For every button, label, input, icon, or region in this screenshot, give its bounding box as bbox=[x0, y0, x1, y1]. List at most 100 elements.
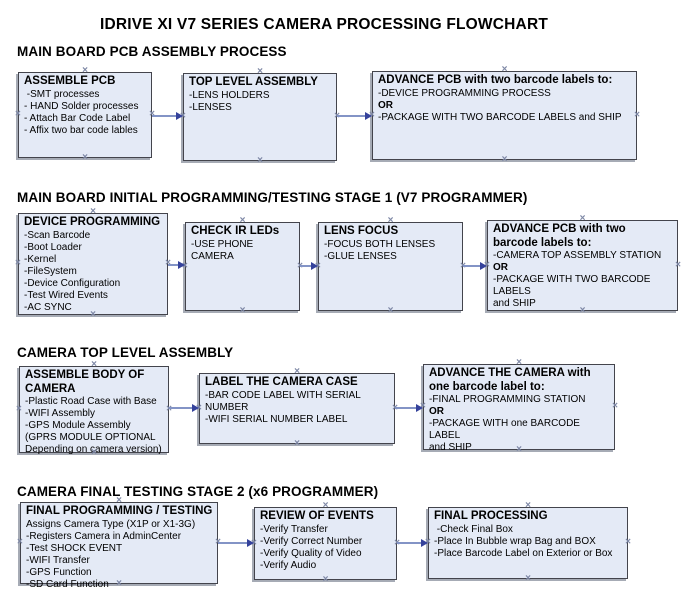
box-line: -Test SHOCK EVENT bbox=[26, 542, 123, 554]
box-line: -GLUE LENSES bbox=[324, 250, 397, 262]
box-line: -Place Barcode Label on Exterior or Box bbox=[434, 547, 613, 559]
box-line: -SMT processes bbox=[24, 88, 100, 100]
flow-box: REVIEW OF EVENTS-Verify Transfer-Verify … bbox=[251, 501, 400, 585]
box-line: -Scan Barcode bbox=[24, 229, 91, 241]
box-line: -Verify Quality of Video bbox=[260, 547, 362, 559]
anchor-icon: × bbox=[15, 108, 21, 120]
flow-box: TOP LEVEL ASSEMBLY-LENS HOLDERS-LENSES××… bbox=[180, 67, 340, 166]
box-line: Depending on camera version) bbox=[25, 444, 162, 455]
box-line: -Verify Audio bbox=[260, 559, 317, 571]
anchor-icon: × bbox=[16, 403, 22, 414]
box-title: FINAL PROCESSING bbox=[434, 510, 548, 522]
anchor-icon: × bbox=[294, 438, 300, 449]
box-line: -Kernel bbox=[24, 253, 57, 265]
anchor-icon: × bbox=[612, 400, 618, 412]
box-line: - Attach Bar Code Label bbox=[24, 112, 131, 124]
flow-box: LABEL THE CAMERA CASE-BAR CODE LABEL WIT… bbox=[196, 367, 398, 449]
box-title: CHECK IR LEDs bbox=[191, 225, 280, 237]
box-title: DEVICE PROGRAMMING bbox=[24, 216, 161, 228]
box-title: LABEL THE CAMERA CASE bbox=[205, 376, 358, 388]
anchor-icon: × bbox=[322, 574, 329, 585]
arrowhead-icon bbox=[178, 261, 185, 269]
flow-box: ADVANCE PCB with two barcode labels to:-… bbox=[369, 65, 640, 165]
box-line: - HAND Solder processes bbox=[24, 100, 139, 112]
box-line: -Verify Correct Number bbox=[260, 535, 363, 547]
flow-box: CHECK IR LEDs-USE PHONE CAMERA×××× bbox=[182, 216, 303, 316]
box-title: ADVANCE THE CAMERA with one barcode labe… bbox=[429, 367, 591, 393]
anchor-icon: × bbox=[501, 154, 508, 165]
box-line: -FINAL PROGRAMMING STATION bbox=[429, 394, 586, 405]
box-line: -LENSES bbox=[189, 101, 232, 113]
box-title: ASSEMBLE BODY OF CAMERA bbox=[25, 369, 145, 395]
flow-box: ADVANCE THE CAMERA with one barcode labe… bbox=[420, 358, 618, 455]
section-header: CAMERA TOP LEVEL ASSEMBLY bbox=[17, 345, 234, 360]
box-line: -Check Final Box bbox=[434, 523, 513, 535]
arrowhead-icon bbox=[192, 404, 199, 412]
anchor-icon: × bbox=[166, 404, 172, 414]
box-line: -Verify Transfer bbox=[260, 523, 328, 535]
box-line: -SD Card Function bbox=[26, 578, 109, 590]
flow-box: FINAL PROCESSING -Check Final Box-Place … bbox=[425, 501, 631, 584]
arrowhead-icon bbox=[247, 539, 254, 547]
box-line: (GPRS MODULE OPTIONAL bbox=[25, 432, 156, 443]
arrowhead-icon bbox=[311, 262, 318, 270]
section-header: MAIN BOARD INITIAL PROGRAMMING/TESTING S… bbox=[17, 190, 528, 205]
box-line: -USE PHONE CAMERA bbox=[191, 238, 257, 262]
box-line: -PACKAGE WITH TWO BARCODE LABELS bbox=[493, 274, 654, 297]
anchor-icon: × bbox=[525, 573, 531, 584]
box-line: -DEVICE PROGRAMMING PROCESS bbox=[378, 87, 551, 99]
connector-line bbox=[463, 265, 481, 267]
box-line: -GPS Function bbox=[26, 566, 92, 578]
box-line: -FOCUS BOTH LENSES bbox=[324, 238, 436, 250]
anchor-icon: × bbox=[625, 536, 631, 548]
connector-line bbox=[168, 264, 179, 266]
box-line: Assigns Camera Type (X1P or X1-3G) bbox=[26, 518, 196, 530]
flow-box: ADVANCE PCB with two barcode labels to: -… bbox=[484, 214, 681, 316]
connector-line bbox=[218, 542, 248, 544]
arrowhead-icon bbox=[176, 112, 183, 120]
box-title: LENS FOCUS bbox=[324, 225, 399, 237]
arrowhead-icon bbox=[416, 404, 423, 412]
arrowhead-icon bbox=[421, 539, 428, 547]
box-line: -Place In Bubble wrap Bag and BOX bbox=[434, 535, 596, 547]
page-title: IDRIVE XI V7 SERIES CAMERA PROCESSING FL… bbox=[99, 16, 549, 33]
box-line: -Boot Loader bbox=[24, 241, 82, 253]
box-line: -AC SYNC bbox=[24, 301, 72, 313]
anchor-icon: × bbox=[15, 257, 21, 269]
box-line: - Affix two bar code lables bbox=[24, 124, 138, 136]
box-line: -PACKAGE WITH TWO BARCODE LABELS and SHI… bbox=[378, 111, 622, 123]
box-line: OR bbox=[493, 262, 508, 273]
anchor-icon: × bbox=[257, 155, 263, 166]
box-line: -PACKAGE WITH one BARCODE LABEL bbox=[429, 418, 583, 441]
box-line: and SHIP bbox=[493, 298, 536, 309]
box-line: -LENS HOLDERS bbox=[189, 89, 270, 101]
box-title: REVIEW OF EVENTS bbox=[260, 510, 374, 522]
box-line: -WIFI Assembly bbox=[25, 408, 96, 419]
box-line: -WIFI SERIAL NUMBER LABEL bbox=[205, 413, 348, 425]
box-title: ADVANCE PCB with two barcode labels to: bbox=[378, 74, 613, 86]
box-line: OR bbox=[429, 406, 444, 417]
section-header: MAIN BOARD PCB ASSEMBLY PROCESS bbox=[17, 44, 287, 59]
connector-line bbox=[337, 115, 366, 117]
arrowhead-icon bbox=[365, 112, 372, 120]
flow-box: ASSEMBLE BODY OF CAMERA-Plastic Road Cas… bbox=[16, 360, 172, 458]
flow-box: LENS FOCUS-FOCUS BOTH LENSES-GLUE LENSES… bbox=[315, 216, 466, 316]
box-line: OR bbox=[378, 99, 393, 111]
anchor-icon: × bbox=[17, 536, 23, 548]
anchor-icon: × bbox=[239, 305, 246, 316]
box-line: and SHIP bbox=[429, 442, 472, 453]
flow-box: DEVICE PROGRAMMING-Scan Barcode-Boot Loa… bbox=[15, 207, 171, 320]
connector-line bbox=[395, 407, 417, 409]
connector-line bbox=[169, 407, 193, 409]
box-title: ADVANCE PCB with two barcode labels to: bbox=[493, 223, 626, 249]
anchor-icon: × bbox=[634, 109, 640, 120]
connector-line bbox=[300, 265, 312, 267]
box-line: -BAR CODE LABEL WITH SERIAL NUMBER bbox=[205, 389, 364, 413]
box-line: -Registers Camera in AdminCenter bbox=[26, 530, 182, 542]
box-line: -Plastic Road Case with Base bbox=[25, 396, 157, 407]
arrowhead-icon bbox=[480, 262, 487, 270]
box-title: FINAL PROGRAMMING / TESTING bbox=[26, 505, 213, 517]
section-header: CAMERA FINAL TESTING STAGE 2 (x6 PROGRAM… bbox=[17, 484, 379, 499]
